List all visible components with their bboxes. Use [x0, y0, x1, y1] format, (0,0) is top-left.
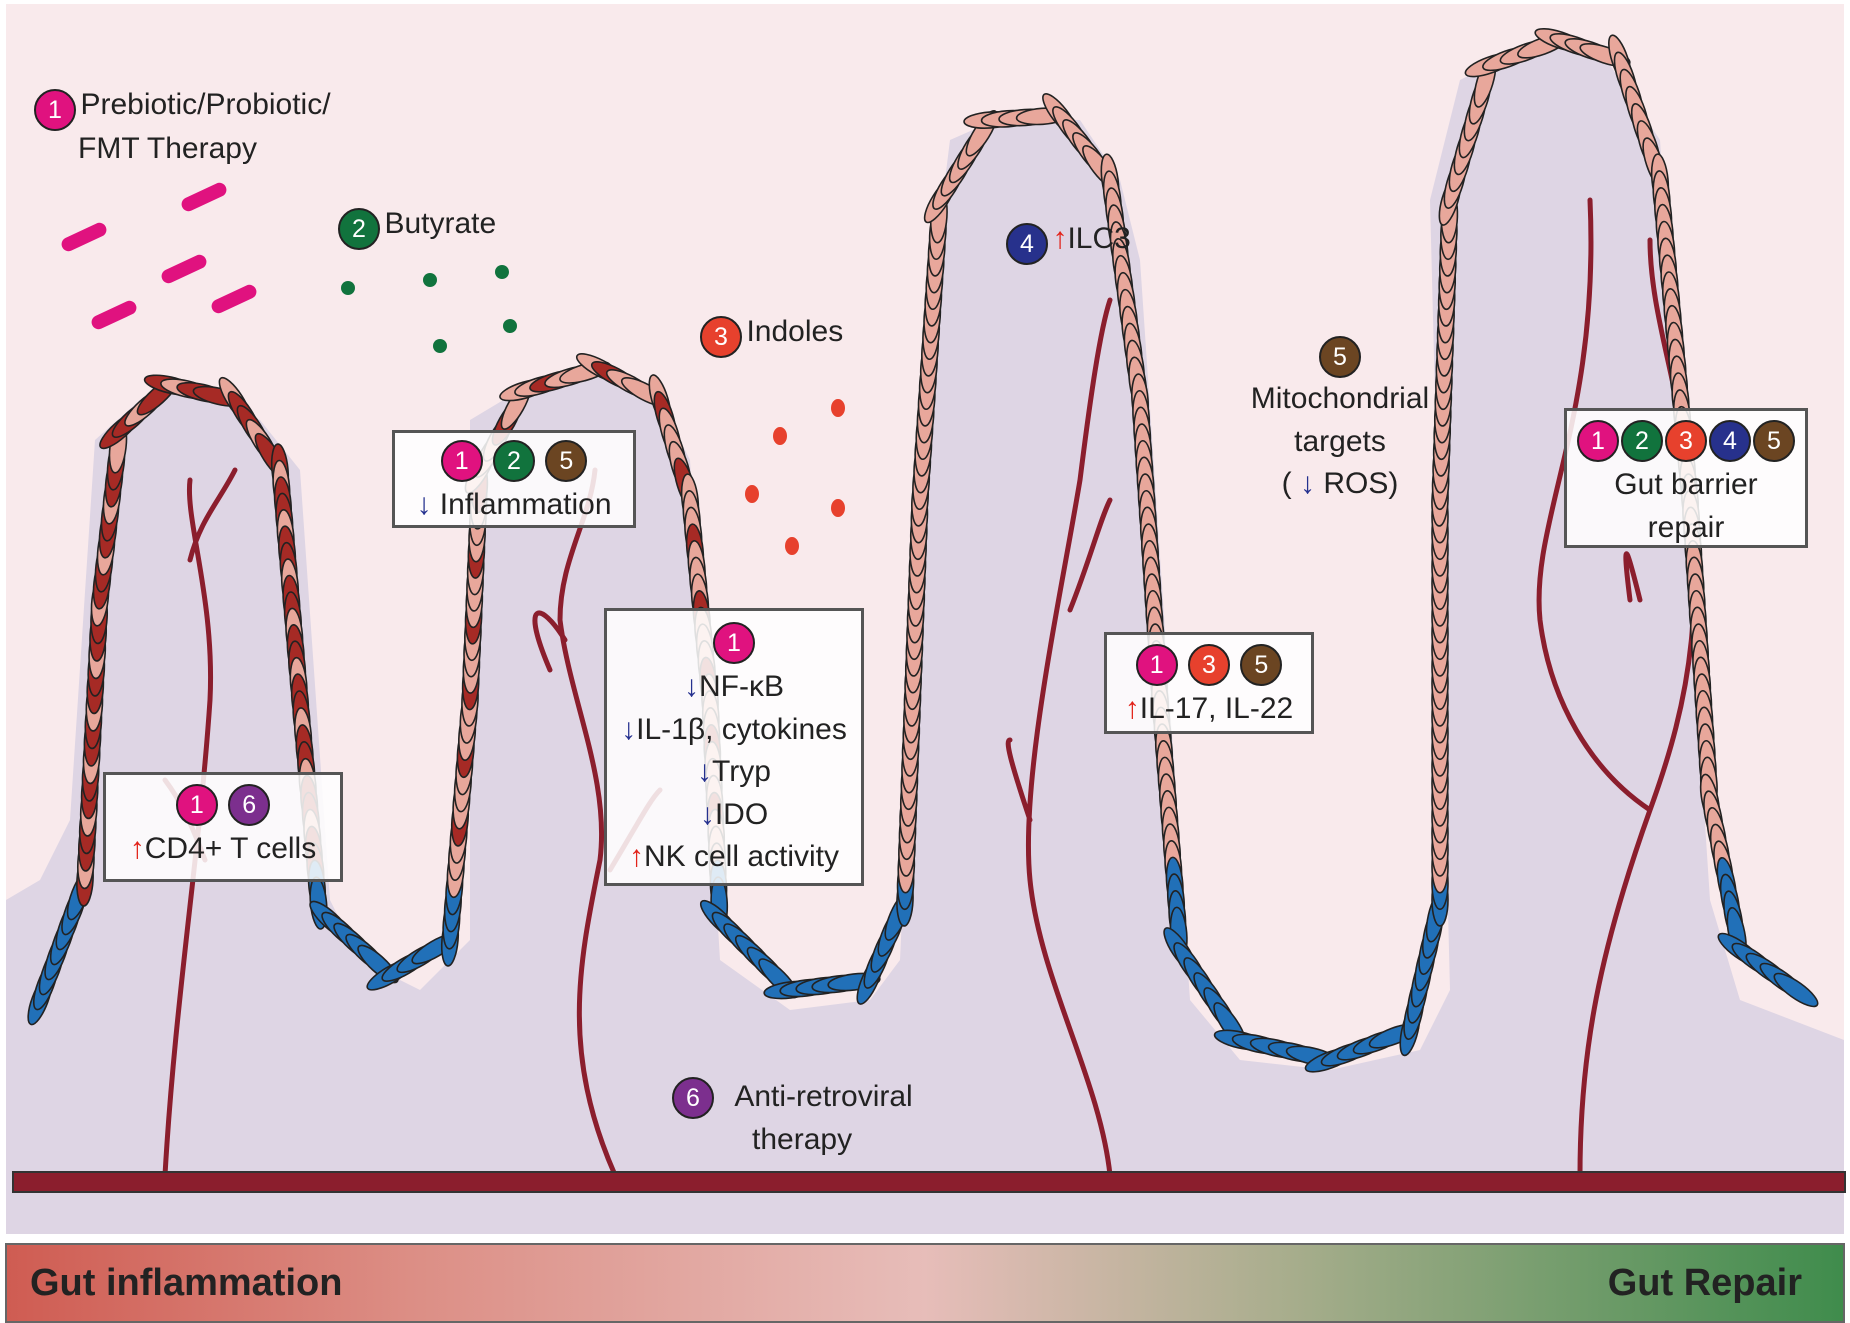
- legend-therapy-5: 5 Mitochondrial targets ( ↓ ROS): [1220, 335, 1460, 506]
- butyrate-dot-icon: [495, 265, 509, 279]
- badge-1-icon: 1: [34, 88, 76, 131]
- badge-3-icon: 3: [1665, 420, 1707, 463]
- barrier-line-2: repair: [1647, 510, 1725, 544]
- legend-therapy-2: 2 Butyrate: [338, 203, 496, 250]
- epithelial-cells: [27, 28, 1819, 1073]
- effect-box-il17: 1 3 5 ↑IL-17, IL-22: [1104, 632, 1314, 734]
- lamina-propria-tissue: [6, 40, 1844, 1234]
- nfkb-label: NF-κB: [699, 670, 784, 704]
- bacteria-rod-icon: [211, 284, 257, 314]
- inflammation-label: Inflammation: [439, 488, 612, 522]
- badge-3-icon: 3: [1188, 644, 1230, 687]
- ros-open-paren: (: [1281, 467, 1292, 501]
- effect-box-nfkb: 1 ↓NF-κB ↓IL-1β, cytokines ↓Tryp ↓IDO ↑N…: [604, 608, 864, 886]
- arrow-down-icon: ↓: [699, 797, 715, 831]
- legend-therapy-6: 6 Anti-retroviral therapy: [672, 1076, 952, 1162]
- effect-box-cd4: 1 6 ↑CD4+ T cells: [103, 772, 343, 882]
- arrow-up-icon: ↑: [1124, 692, 1140, 726]
- badge-2-icon: 2: [338, 207, 380, 250]
- indole-dot-icon: [785, 537, 799, 555]
- legend-therapy-3: 3 Indoles: [700, 311, 843, 358]
- badge-3-icon: 3: [700, 315, 742, 358]
- blood-vessel: [1536, 197, 1697, 1178]
- badge-6-icon: 6: [672, 1077, 714, 1120]
- legend-therapy-6-line-2: therapy: [752, 1123, 853, 1157]
- badge-1-icon: 1: [713, 622, 755, 665]
- badge-5-icon: 5: [1753, 420, 1795, 463]
- effect-box-inflammation: 1 2 5 ↓ Inflammation: [392, 430, 636, 528]
- il17-label: IL-17, IL-22: [1139, 692, 1294, 726]
- indole-dot-icon: [773, 427, 787, 445]
- badge-5-icon: 5: [1319, 336, 1361, 379]
- badge-4-icon: 4: [1006, 222, 1048, 265]
- badge-5-icon: 5: [545, 440, 588, 483]
- tissue-body: [6, 40, 1844, 1234]
- bacteria-rod-icon: [181, 182, 227, 212]
- arrow-down-icon: ↓: [1300, 467, 1315, 501]
- basement-vessel: [12, 1171, 1846, 1193]
- cd4-label: CD4+ T cells: [144, 832, 317, 866]
- legend-therapy-5-line-2: targets: [1294, 424, 1386, 458]
- butyrate-dot-icon: [503, 319, 517, 333]
- badge-2-icon: 2: [1621, 420, 1663, 463]
- badge-1-icon: 1: [440, 440, 483, 483]
- ido-label: IDO: [714, 797, 769, 831]
- badge-4-icon: 4: [1709, 420, 1751, 463]
- bacteria-rod-icon: [161, 254, 207, 284]
- indole-dot-icon: [745, 485, 759, 503]
- arrow-up-icon: ↑: [1052, 222, 1068, 255]
- arrow-down-icon: ↓: [621, 712, 637, 746]
- badge-1-icon: 1: [1577, 420, 1619, 463]
- indole-dot-icon: [831, 399, 845, 417]
- arrow-down-icon: ↓: [416, 488, 432, 522]
- bacteria-rod-icon: [91, 300, 137, 330]
- cytokines-label: IL-1β, cytokines: [636, 712, 847, 746]
- badge-2-icon: 2: [493, 440, 535, 483]
- badge-6-icon: 6: [228, 784, 271, 827]
- gradient-bar: [5, 1243, 1845, 1323]
- gradient-left-label: Gut inflammation: [30, 1262, 343, 1304]
- legend-therapy-3-label: Indoles: [746, 315, 844, 348]
- arrow-down-icon: ↓: [684, 670, 699, 704]
- legend-therapy-6-line-1: Anti-retroviral: [734, 1080, 913, 1113]
- epithelial-cell: [1773, 972, 1819, 1008]
- blood-vessel: [1005, 297, 1113, 1178]
- arrow-up-icon: ↑: [129, 832, 145, 866]
- badge-1-icon: 1: [1135, 644, 1178, 687]
- therapy-particles: [61, 182, 845, 555]
- legend-therapy-1: 1 Prebiotic/Probiotic/: [34, 84, 331, 131]
- indole-dot-icon: [831, 499, 845, 517]
- legend-therapy-1-line-2: FMT Therapy: [78, 132, 257, 165]
- gradient-right-label: Gut Repair: [1607, 1262, 1802, 1304]
- badge-5-icon: 5: [1240, 644, 1283, 687]
- arrow-down-icon: ↓: [697, 755, 713, 789]
- legend-therapy-2-label: Butyrate: [384, 207, 497, 240]
- tryp-label: Tryp: [712, 755, 771, 789]
- ros-label: ROS): [1323, 467, 1399, 501]
- ilc3-label: ILC3: [1067, 222, 1131, 255]
- nk-cell-label: NK cell activity: [643, 840, 840, 874]
- badge-1-icon: 1: [175, 784, 218, 827]
- legend-therapy-5-ros: ( ↓ ROS): [1220, 463, 1460, 506]
- butyrate-dot-icon: [423, 273, 437, 287]
- legend-therapy-5-line-1: Mitochondrial: [1250, 382, 1430, 416]
- bacteria-rod-icon: [61, 222, 107, 252]
- barrier-line-1: Gut barrier: [1614, 468, 1758, 502]
- legend-therapy-4-ilc3: 4 ↑ILC3: [1006, 218, 1131, 265]
- legend-therapy-1-line-1: Prebiotic/Probiotic/: [80, 88, 331, 121]
- arrow-up-icon: ↑: [628, 840, 644, 874]
- butyrate-dot-icon: [341, 281, 355, 295]
- butyrate-dot-icon: [433, 339, 447, 353]
